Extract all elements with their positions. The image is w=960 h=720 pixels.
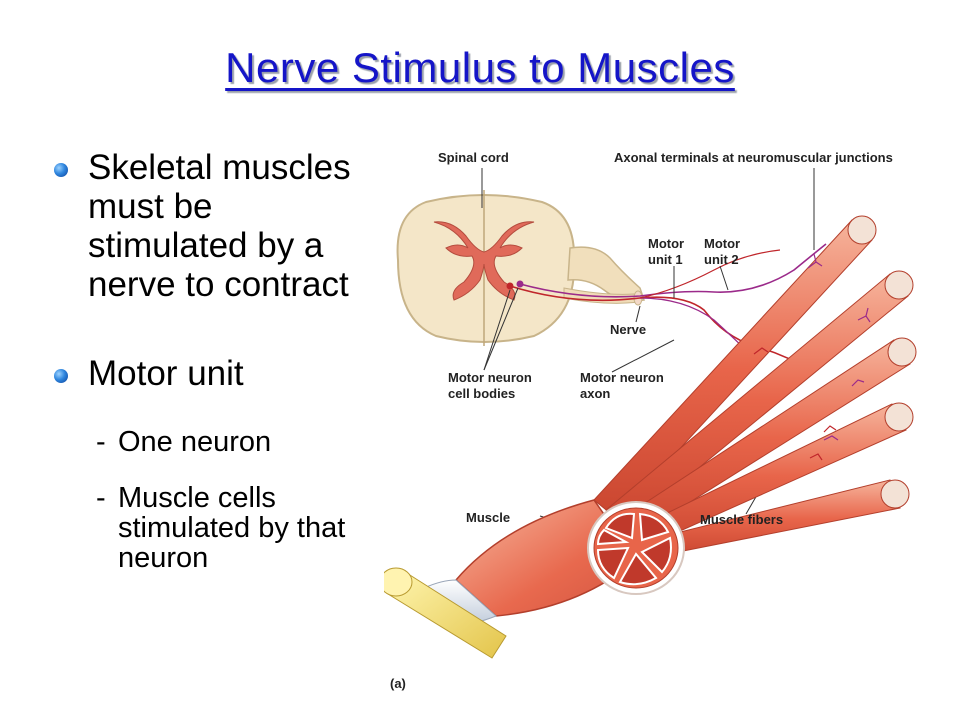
label-motor-neuron-axon: Motor neuron axon bbox=[580, 370, 664, 401]
muscle-belly bbox=[454, 499, 685, 617]
muscle-fibers bbox=[593, 215, 917, 559]
bullet-item: Skeletal muscles must be stimulated by a… bbox=[50, 148, 380, 304]
label-motor-unit-1: Motor unit 1 bbox=[648, 236, 685, 267]
bullet-icon bbox=[54, 163, 68, 177]
sub-bullet-text: One neuron bbox=[118, 426, 272, 458]
label-panel-a: (a) bbox=[390, 676, 406, 691]
bullet-text: Motor unit bbox=[88, 354, 244, 393]
sub-bullet-item: - One neuron bbox=[50, 427, 380, 457]
dash-marker: - bbox=[96, 482, 106, 514]
label-muscle: Muscle bbox=[466, 510, 511, 525]
bone bbox=[384, 567, 507, 659]
nerve-bundle bbox=[509, 243, 827, 373]
motor-unit-illustration bbox=[384, 168, 917, 659]
dash-marker: - bbox=[96, 426, 106, 458]
label-axonal-terminals: Axonal terminals at neuromuscular juncti… bbox=[614, 150, 893, 165]
motor-unit-figure: Spinal cord Axonal terminals at neuromus… bbox=[384, 140, 960, 700]
label-nerve: Nerve bbox=[610, 322, 647, 337]
bullet-item: Motor unit bbox=[50, 354, 380, 393]
slide-title: Nerve Stimulus to Muscles bbox=[225, 44, 735, 91]
bullet-icon bbox=[54, 369, 68, 383]
label-spinal-cord: Spinal cord bbox=[438, 150, 509, 165]
label-motor-unit-2: Motor unit 2 bbox=[704, 236, 741, 267]
label-muscle-fibers: Muscle fibers bbox=[700, 512, 784, 527]
sub-bullet-text: Muscle cells stimulated by that neuron bbox=[118, 482, 346, 574]
bullet-list: Skeletal muscles must be stimulated by a… bbox=[50, 148, 380, 573]
sub-bullet-item: - Muscle cells stimulated by that neuron bbox=[50, 483, 380, 573]
spinal-cord bbox=[396, 190, 645, 346]
bullet-text: Skeletal muscles must be stimulated by a… bbox=[88, 148, 351, 304]
label-motor-neuron-cell-bodies: Motor neuron cell bodies bbox=[448, 370, 532, 401]
